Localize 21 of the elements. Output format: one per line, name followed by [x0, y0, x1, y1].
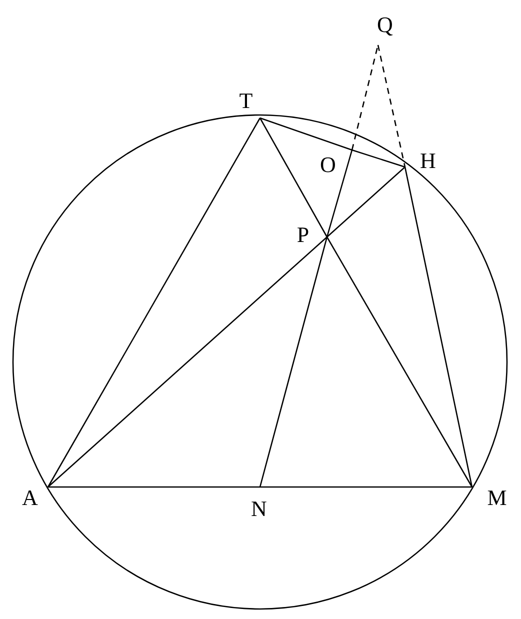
point-label: N [249, 498, 269, 520]
line-segment [259, 236, 328, 488]
point-label: T [236, 90, 256, 112]
line-segment [260, 117, 352, 151]
point-label: M [487, 487, 507, 509]
line-segment [352, 149, 406, 168]
point-label: O [318, 154, 338, 176]
line-segment [260, 486, 472, 488]
line-segment [48, 486, 260, 488]
line-segment [259, 118, 328, 238]
point-label: Q [375, 14, 395, 36]
line-segment [326, 236, 473, 488]
line-segment [47, 118, 261, 488]
point-label: P [293, 224, 313, 246]
dashed-line [377, 44, 406, 168]
line-segment [48, 236, 328, 488]
point-label: A [20, 487, 40, 509]
line-segment [404, 166, 473, 488]
line-segment [326, 166, 406, 238]
line-segment [326, 150, 353, 238]
point-label: H [418, 150, 438, 172]
